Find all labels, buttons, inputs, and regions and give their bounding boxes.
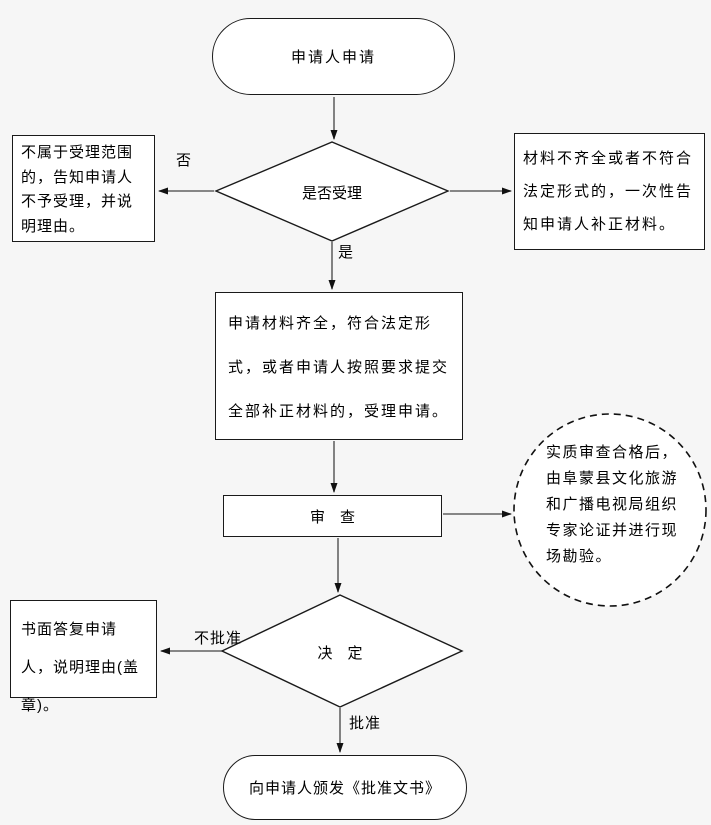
edge-label-not-approved: 不批准 — [194, 630, 243, 647]
expert-review-label: 实质审查合格后，由阜蒙县文化旅游和广播电视局组织专家论证并进行现场勘验。 — [546, 444, 679, 565]
reject-notice-node: 不属于受理范围的，告知申请人不予受理，并说明理由。 — [12, 135, 155, 242]
edge-label-yes: 是 — [338, 244, 355, 261]
expert-review-circle — [513, 413, 707, 607]
edge-label-no: 否 — [176, 152, 193, 169]
start-node: 申请人申请 — [212, 18, 455, 95]
accept-decision-label: 是否受理 — [301, 185, 362, 202]
accept-decision-diamond — [214, 141, 450, 242]
written-reply-node: 书面答复申请人，说明理由(盖章)。 — [10, 600, 157, 714]
issue-document-label: 向申请人颁发《批准文书》 — [248, 780, 441, 797]
review-node-label: 审 查 — [309, 508, 355, 526]
review-node: 审 查 — [223, 495, 442, 537]
edge-label-approved: 批准 — [349, 715, 382, 732]
decision-label: 决 定 — [317, 645, 363, 662]
issue-document-node: 向申请人颁发《批准文书》 — [223, 755, 467, 820]
accept-application-node: 申请材料齐全，符合法定形式，或者申请人按照要求提交全部补正材料的，受理申请。 — [215, 292, 463, 440]
supplement-notice-node: 材料不齐全或者不符合法定形式的，一次性告知申请人补正材料。 — [514, 133, 705, 250]
decision-diamond — [220, 594, 464, 708]
start-node-label: 申请人申请 — [290, 49, 376, 66]
